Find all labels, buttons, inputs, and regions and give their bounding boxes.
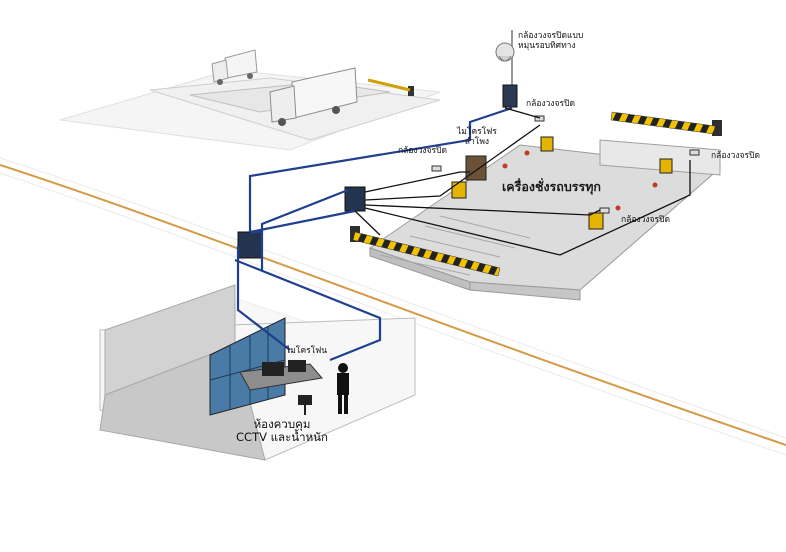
operator-desk-icon: [239, 360, 323, 391]
truck-scale-platform: [368, 139, 722, 301]
barrier-gate-right: [610, 111, 722, 136]
label-camera-top: กล้องวงจรปิด: [526, 99, 575, 109]
label-microphone: ไมโครโฟน: [286, 346, 328, 356]
person-icon: [337, 363, 349, 414]
small-truck-icon: [211, 49, 258, 85]
truck-parking-area: [149, 49, 441, 141]
label-truck-scale: เครื่องชั่งรถบรรทุก: [502, 179, 601, 194]
signal-cables: [354, 107, 691, 256]
label-control-room-line2: CCTV และน้ำหนัก: [236, 430, 328, 445]
barrier-gate-left: [350, 226, 501, 277]
speaker-cabinet-icon: [465, 155, 487, 181]
label-control-room-line1: ห้องควบคุม: [253, 417, 311, 431]
label-ptz-camera: กล้องวงจรปิดแบบ หมุนรอบทิศทาง: [518, 31, 584, 52]
network-cables: [234, 106, 513, 362]
truck-icon: [269, 67, 358, 126]
label-mic-speaker-text: ไมโครโฟร ลำโพง: [457, 127, 497, 147]
label-camera-right: กล้องวงจรปิด: [711, 151, 760, 161]
barrier-gate-icon: [367, 78, 414, 96]
control-room: [99, 284, 416, 461]
chair-icon: [298, 395, 312, 415]
scale-indicator-icon: [451, 136, 673, 230]
label-ptz-camera-text: กล้องวงจรปิดแบบ หมุนรอบทิศทาง: [518, 31, 584, 51]
ptz-camera-pole: [495, 30, 518, 108]
label-camera-left: กล้องวงจรปิด: [398, 146, 447, 156]
road-centerline: [0, 157, 786, 456]
label-camera-front: กล้องวงจรปิด: [621, 215, 670, 225]
network-switch-main-icon: [237, 231, 263, 259]
traffic-light-icons: [502, 150, 658, 211]
label-control-room: ห้องควบคุม CCTV และน้ำหนัก: [228, 417, 336, 445]
label-mic-speaker: ไมโครโฟร ลำโพง: [457, 127, 497, 148]
